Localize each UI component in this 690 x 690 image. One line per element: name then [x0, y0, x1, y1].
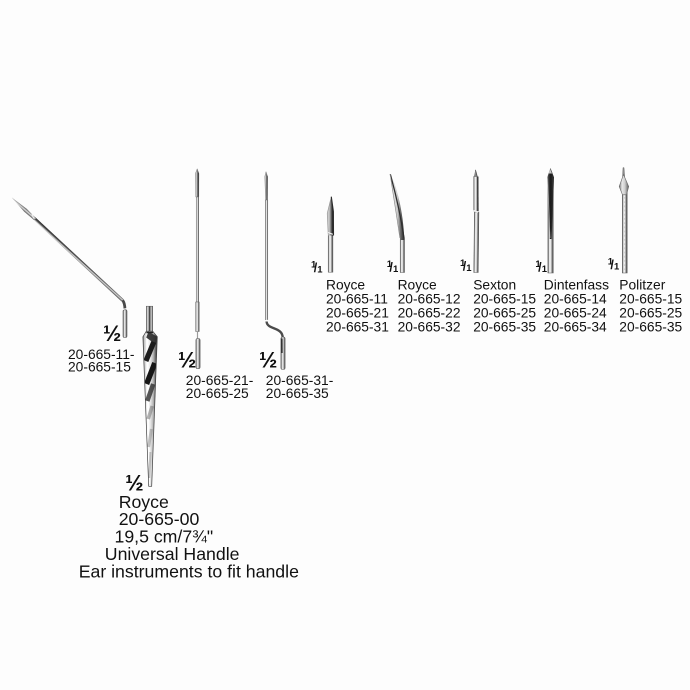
- svg-text:½: ½: [178, 348, 196, 373]
- svg-text:/: /: [610, 258, 614, 272]
- svg-text:1: 1: [535, 259, 541, 270]
- svg-text:20-665-21-: 20-665-21-: [186, 373, 254, 388]
- svg-text:Royce: Royce: [326, 277, 365, 292]
- svg-text:20-665-25: 20-665-25: [186, 386, 249, 401]
- svg-text:Royce: Royce: [398, 277, 437, 292]
- svg-text:Sexton: Sexton: [473, 277, 516, 292]
- svg-text:1: 1: [311, 260, 317, 271]
- svg-text:1: 1: [614, 262, 620, 273]
- svg-text:20-665-15: 20-665-15: [619, 292, 682, 307]
- svg-text:20-665-12: 20-665-12: [398, 292, 461, 307]
- svg-text:Ear instruments to fit handle: Ear instruments to fit handle: [79, 561, 299, 581]
- svg-text:1: 1: [460, 258, 466, 269]
- svg-text:/: /: [538, 261, 542, 275]
- svg-text:20-665-35: 20-665-35: [473, 320, 536, 335]
- svg-text:½: ½: [259, 348, 277, 373]
- svg-text:20-665-11-: 20-665-11-: [68, 347, 134, 362]
- svg-text:Royce: Royce: [119, 492, 169, 512]
- svg-text:1: 1: [387, 259, 393, 270]
- svg-text:½: ½: [125, 470, 143, 495]
- svg-text:20-665-25: 20-665-25: [473, 306, 536, 321]
- svg-text:20-665-21: 20-665-21: [326, 306, 389, 321]
- svg-text:½: ½: [103, 321, 121, 346]
- svg-text:1: 1: [393, 264, 399, 275]
- svg-text:19,5 cm/7¾": 19,5 cm/7¾": [115, 527, 214, 547]
- svg-text:Universal Handle: Universal Handle: [105, 544, 240, 564]
- svg-text:20-665-11: 20-665-11: [326, 292, 388, 307]
- svg-text:1: 1: [466, 263, 472, 274]
- svg-text:Dintenfass: Dintenfass: [544, 277, 609, 292]
- svg-text:1: 1: [608, 257, 614, 268]
- svg-text:20-665-14: 20-665-14: [544, 292, 607, 307]
- svg-text:1: 1: [542, 264, 548, 275]
- svg-text:20-665-31-: 20-665-31-: [266, 373, 334, 388]
- svg-text:20-665-22: 20-665-22: [398, 306, 461, 321]
- svg-text:/: /: [314, 261, 318, 275]
- svg-text:20-665-15: 20-665-15: [68, 360, 131, 375]
- svg-text:20-665-15: 20-665-15: [473, 292, 536, 307]
- svg-text:20-665-32: 20-665-32: [398, 320, 461, 335]
- svg-text:20-665-34: 20-665-34: [544, 320, 607, 335]
- svg-text:/: /: [389, 261, 393, 275]
- svg-text:20-665-35: 20-665-35: [266, 386, 329, 401]
- svg-text:/: /: [463, 259, 467, 273]
- svg-text:20-665-25: 20-665-25: [619, 306, 682, 321]
- svg-text:1: 1: [317, 265, 323, 276]
- svg-text:20-665-31: 20-665-31: [326, 320, 389, 335]
- svg-text:20-665-35: 20-665-35: [619, 320, 682, 335]
- svg-text:20-665-24: 20-665-24: [544, 306, 607, 321]
- svg-text:20-665-00: 20-665-00: [119, 509, 200, 529]
- svg-text:Politzer: Politzer: [619, 277, 665, 292]
